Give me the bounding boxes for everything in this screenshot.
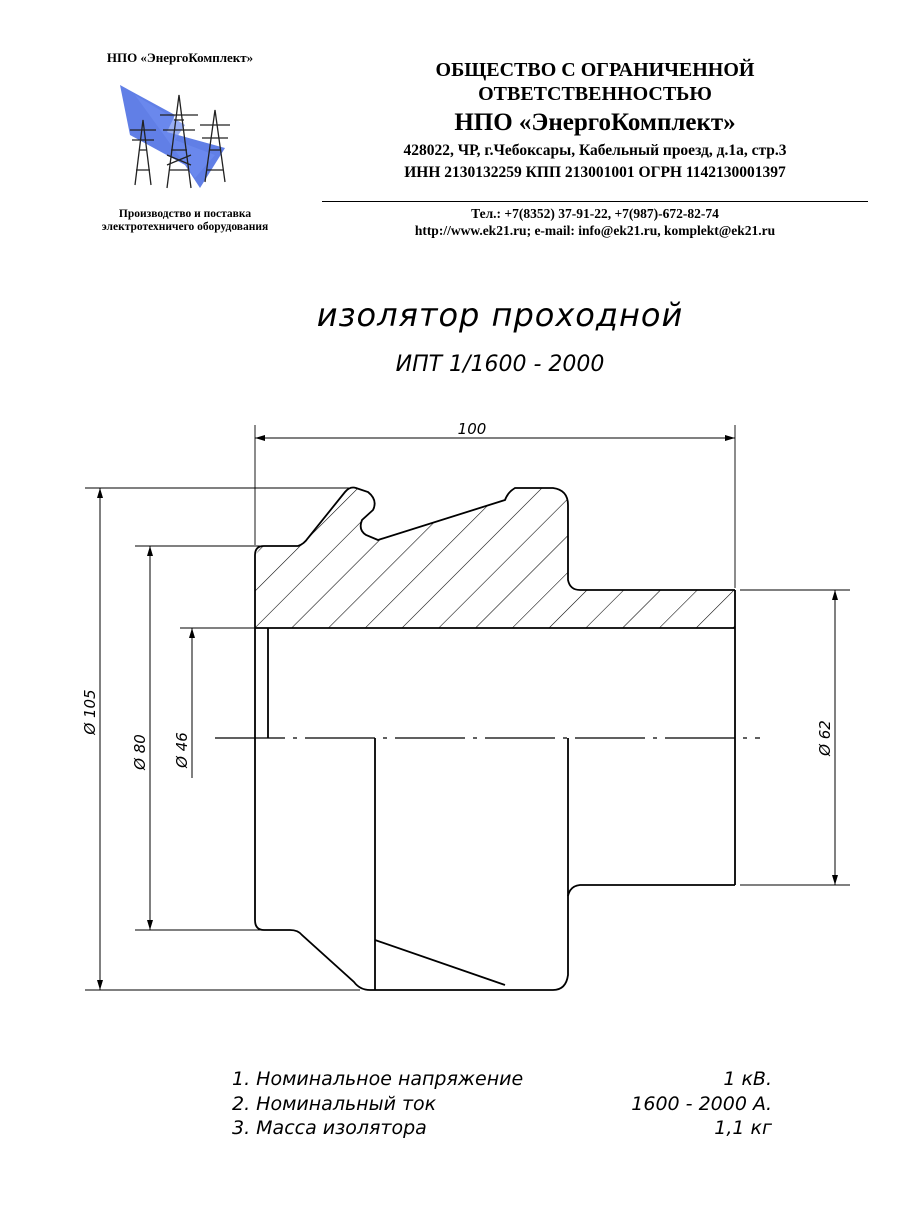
company-address: 428022, ЧР, г.Чебоксары, Кабельный проез… xyxy=(403,142,787,159)
spec-value: 1,1 кг xyxy=(714,1117,772,1139)
company-line1: ОБЩЕСТВО С ОГРАНИЧЕННОЙ xyxy=(435,59,755,81)
spec-row: 1. Номинальное напряжение 1 кВ. xyxy=(232,1068,772,1094)
spec-label: 1. Номинальное напряжение xyxy=(232,1068,524,1090)
dim-label-62: Ø 62 xyxy=(816,720,834,757)
contact-web: http://www.ek21.ru; e-mail: info@ek21.ru… xyxy=(414,223,776,238)
spec-label: 3. Масса изолятора xyxy=(232,1117,427,1139)
dim-label-80: Ø 80 xyxy=(131,734,149,771)
logo-caption-line1: Производство и поставка xyxy=(118,208,252,220)
contact-phone: Тел.: +7(8352) 37-91-22, +7(987)-672-82-… xyxy=(471,206,719,221)
company-line2: ОТВЕТСТВЕННОСТЬЮ xyxy=(478,83,712,105)
power-tower-logo xyxy=(120,85,230,189)
spec-value: 1600 - 2000 А. xyxy=(631,1093,772,1115)
spec-value: 1 кВ. xyxy=(723,1068,772,1090)
header-divider xyxy=(322,201,868,202)
company-contacts: Тел.: +7(8352) 37-91-22, +7(987)-672-82-… xyxy=(330,205,860,239)
dim-label-46: Ø 46 xyxy=(173,732,191,769)
company-header: ОБЩЕСТВО С ОГРАНИЧЕННОЙ ОТВЕТСТВЕННОСТЬЮ… xyxy=(330,58,860,184)
dim-label-105: Ø 105 xyxy=(81,689,99,735)
logo-caption-line2: электротехничего оборудования xyxy=(101,221,269,233)
section-hatched xyxy=(255,488,735,628)
company-name: НПО «ЭнергоКомплект» xyxy=(454,109,736,136)
logo-caption: Производство и поставка электротехничего… xyxy=(70,208,300,234)
part-outline xyxy=(254,486,736,991)
logo-title: НПО «ЭнергоКомплект» xyxy=(106,50,254,65)
company-requisites: ИНН 2130132259 КПП 213001001 ОГРН 114213… xyxy=(404,164,786,181)
spec-row: 2. Номинальный ток 1600 - 2000 А. xyxy=(232,1093,772,1119)
document-title: изолятор проходной xyxy=(316,296,684,334)
document-model: ИПТ 1/1600 - 2000 xyxy=(395,352,605,377)
spec-row: 3. Масса изолятора 1,1 кг xyxy=(232,1117,772,1143)
spec-label: 2. Номинальный ток xyxy=(232,1093,437,1115)
insulator-drawing: 100 Ø 105 Ø 80 Ø 46 Ø 62 xyxy=(81,420,850,991)
dim-label-100: 100 xyxy=(458,420,487,438)
